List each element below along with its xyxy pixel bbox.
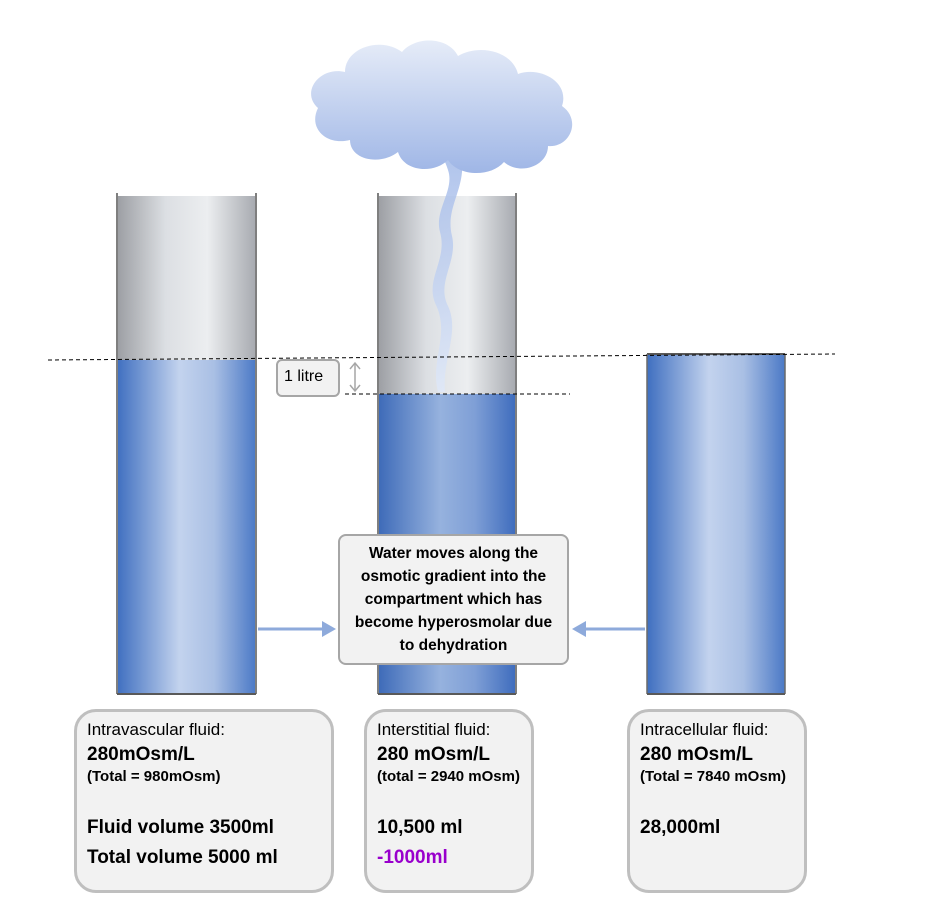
intracellular-info-box: Intracellular fluid: 280 mOsm/L (Total =… bbox=[627, 709, 807, 893]
osmolality: 280 mOsm/L bbox=[377, 744, 490, 765]
volume-change: -1000ml bbox=[377, 847, 448, 868]
left-arrow-into-interstitial-icon bbox=[258, 621, 336, 637]
interstitial-info-box: Interstitial fluid: 280 mOsm/L (total = … bbox=[364, 709, 534, 893]
intracellular-water bbox=[647, 354, 785, 694]
litre-double-arrow-icon bbox=[349, 361, 361, 393]
compartment-name: Interstitial fluid: bbox=[377, 720, 491, 739]
osmolality: 280mOsm/L bbox=[87, 744, 195, 765]
intravascular-info-box: Intravascular fluid: 280mOsm/L (Total = … bbox=[74, 709, 334, 893]
message-text: Water moves along the osmotic gradient i… bbox=[354, 545, 553, 654]
litre-label: 1 litre bbox=[276, 359, 340, 397]
fluid-volume: Fluid volume 3500ml bbox=[87, 817, 274, 838]
evaporation-cloud-icon bbox=[311, 40, 573, 392]
fluid-volume: 10,500 ml bbox=[377, 817, 463, 838]
osmolality: 280 mOsm/L bbox=[640, 744, 753, 765]
fluid-volume: 28,000ml bbox=[640, 817, 721, 838]
level-reference-line bbox=[47, 353, 836, 361]
intracellular-cylinder bbox=[646, 353, 786, 695]
right-arrow-into-interstitial-icon bbox=[572, 621, 645, 637]
total-osmoles: (Total = 980mOsm) bbox=[87, 768, 221, 785]
intravascular-cylinder bbox=[116, 193, 257, 695]
total-osmoles: (total = 2940 mOsm) bbox=[377, 768, 520, 785]
total-volume: Total volume 5000 ml bbox=[87, 847, 278, 868]
compartment-name: Intracellular fluid: bbox=[640, 720, 769, 739]
intravascular-water bbox=[117, 360, 256, 694]
intravascular-empty-space bbox=[117, 196, 256, 360]
compartment-name: Intravascular fluid: bbox=[87, 720, 225, 739]
osmotic-gradient-message: Water moves along the osmotic gradient i… bbox=[338, 534, 569, 665]
litre-label-text: 1 litre bbox=[284, 368, 324, 385]
total-osmoles: (Total = 7840 mOsm) bbox=[640, 768, 787, 785]
